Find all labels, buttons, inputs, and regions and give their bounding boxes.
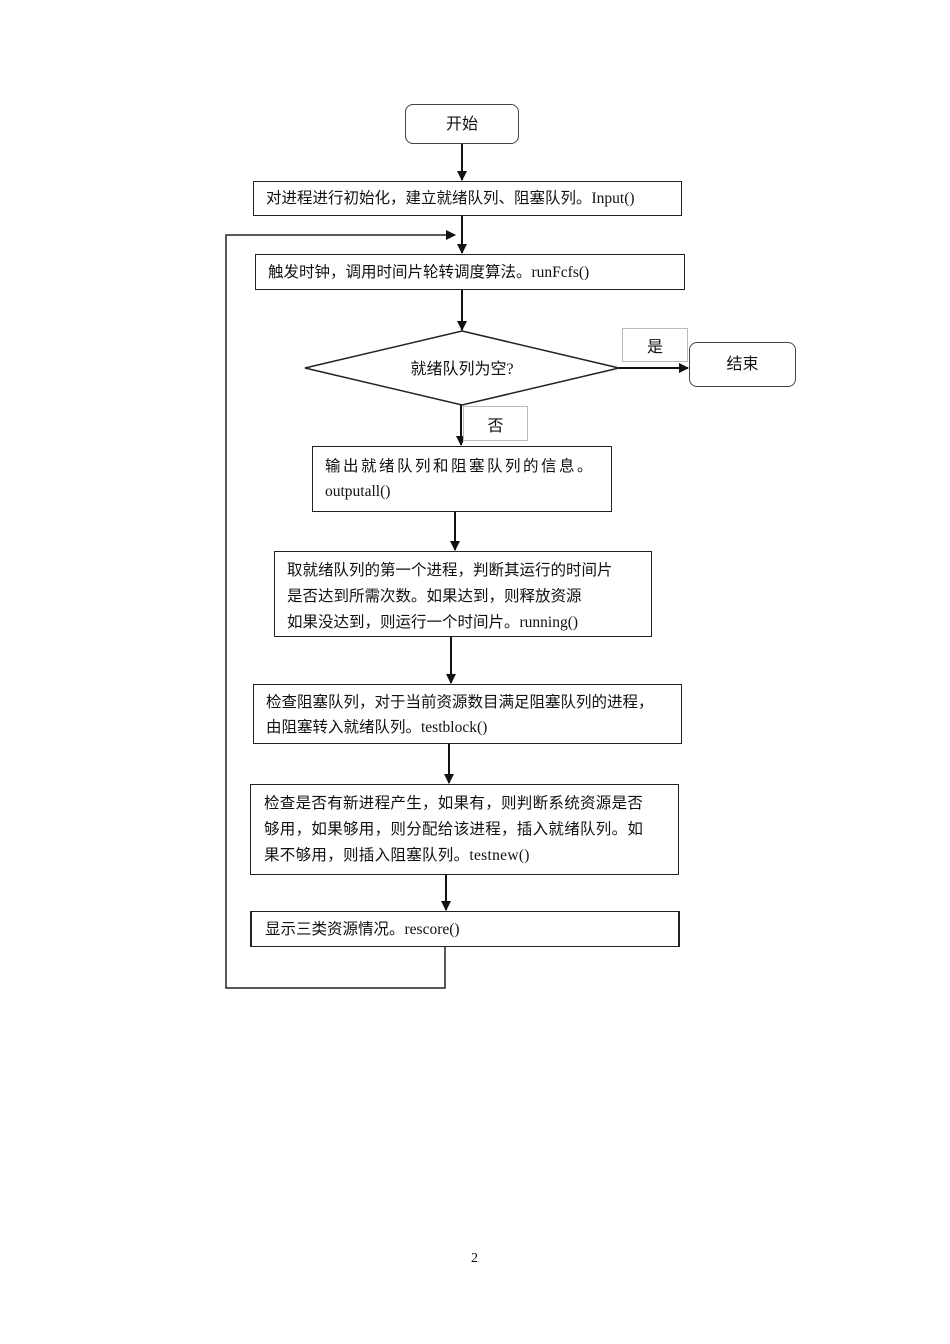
start-node: 开始 <box>405 104 519 144</box>
output-line-2: outputall() <box>325 483 391 500</box>
testnew-line-1: 检查是否有新进程产生，如果有，则判断系统资源是否 <box>264 795 644 812</box>
init-step: 对进程进行初始化，建立就绪队列、阻塞队列。Input() <box>253 181 682 216</box>
yes-label: 是 <box>622 328 688 362</box>
running-line-1: 取就绪队列的第一个进程，判断其运行的时间片 <box>287 562 613 579</box>
testnew-line-3: 果不够用，则插入阻塞队列。testnew() <box>264 847 530 864</box>
output-step: 输出就绪队列和阻塞队列的信息。 outputall() <box>312 446 612 512</box>
decision-text: 就绪队列为空? <box>410 361 514 378</box>
clock-step: 触发时钟，调用时间片轮转调度算法。runFcfs() <box>255 254 685 290</box>
testnew-step: 检查是否有新进程产生，如果有，则判断系统资源是否 够用，如果够用，则分配给该进程… <box>250 784 679 875</box>
running-line-3: 如果没达到，则运行一个时间片。running() <box>287 614 579 631</box>
rescore-step: 显示三类资源情况。rescore() <box>250 911 680 947</box>
no-label: 否 <box>463 406 528 441</box>
testblock-line-2: 由阻塞转入就绪队列。testblock() <box>266 719 488 736</box>
page-number: 2 <box>471 1251 478 1266</box>
testnew-line-2: 够用，如果够用，则分配给该进程，插入就绪队列。如 <box>264 821 644 838</box>
running-line-2: 是否达到所需次数。如果达到，则释放资源 <box>287 588 582 605</box>
loop-back-line <box>225 230 456 989</box>
running-step: 取就绪队列的第一个进程，判断其运行的时间片 是否达到所需次数。如果达到，则释放资… <box>274 551 652 637</box>
output-line-1: 输出就绪队列和阻塞队列的信息。 <box>325 458 596 475</box>
testblock-line-1: 检查阻塞队列，对于当前资源数目满足阻塞队列的进程， <box>266 694 654 711</box>
testblock-step: 检查阻塞队列，对于当前资源数目满足阻塞队列的进程， 由阻塞转入就绪队列。test… <box>253 684 682 744</box>
end-node: 结束 <box>689 342 796 387</box>
